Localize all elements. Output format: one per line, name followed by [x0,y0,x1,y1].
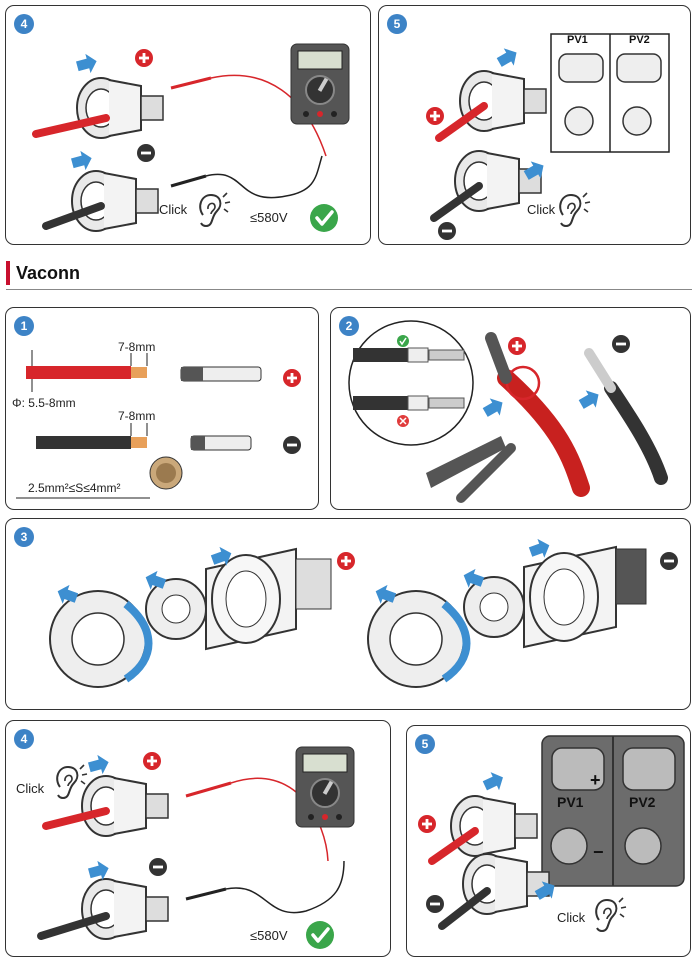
step-badge: 4 [14,729,34,749]
check-icon [304,919,336,951]
click-label: Click [557,910,586,925]
step-badge: 2 [339,316,359,336]
minus-icon [426,895,444,913]
panel-step-5-bottom: 5 + − PV1 PV2 Click [406,725,691,957]
negative-connector [71,170,159,232]
panel-step-4-top: 4 Click ≤580V [5,5,371,245]
ear-icon [56,764,88,799]
panel-step-5-top: 5 PV1 PV2 Click [378,5,691,245]
assembly-illustration [49,535,678,688]
ear-icon [559,192,591,227]
pv2-label: PV2 [629,794,656,810]
step-badge: 5 [387,14,407,34]
plus-icon [337,552,355,570]
crimping-illustration [348,320,668,503]
panel-step-1: 1 7-8mm Φ: 5.5-8mm 7-8mm 2.5mm²≤S≤4mm² [5,307,319,510]
section-divider [6,289,692,290]
pv1-label: PV1 [567,34,588,46]
minus-icon [283,436,301,454]
svg-text:−: − [593,842,604,862]
step-badge: 3 [14,527,34,547]
click-label: Click [527,202,556,217]
strip-length-bottom: 7-8mm [118,409,156,423]
section-title: Vaconn [6,261,80,285]
plus-icon [135,49,153,67]
plus-icon [508,337,526,355]
positive-connector [76,77,164,139]
multimeter-icon [290,43,350,125]
multimeter-test-illustration [32,43,350,234]
multimeter-test-illustration [37,746,355,951]
panel-step-4-bottom: 4 Click ≤580V [5,720,391,957]
step-badge: 5 [415,734,435,754]
pv-plugging-illustration [426,33,670,240]
strip-length-top: 7-8mm [118,340,156,354]
minus-icon [660,552,678,570]
plus-icon [418,815,436,833]
minus-icon [149,858,167,876]
click-label: Click [159,202,188,217]
step-badge: 4 [14,14,34,34]
minus-icon [438,222,456,240]
minus-icon [137,144,155,162]
multimeter-icon [295,746,355,828]
plus-icon [426,107,444,125]
plus-icon [283,369,301,387]
panel-step-2: 2 [330,307,691,510]
diameter-label: Φ: 5.5-8mm [12,396,76,410]
pv1-label: PV1 [557,794,584,810]
step-badge: 1 [14,316,34,336]
click-label: Click [16,781,45,796]
svg-text:+: + [590,770,601,790]
ear-icon [595,897,627,932]
ear-icon [199,192,231,227]
voltage-label: ≤580V [250,928,288,943]
cross-section-label: 2.5mm²≤S≤4mm² [28,481,121,495]
pv2-label: PV2 [629,34,650,46]
plus-icon [143,752,161,770]
cable-stripping-illustration [16,350,301,499]
voltage-label: ≤580V [250,210,288,225]
check-icon [308,202,340,234]
minus-icon [612,335,630,353]
panel-step-3: 3 [5,518,691,710]
pv-plugging-illustration: + − [418,735,685,932]
